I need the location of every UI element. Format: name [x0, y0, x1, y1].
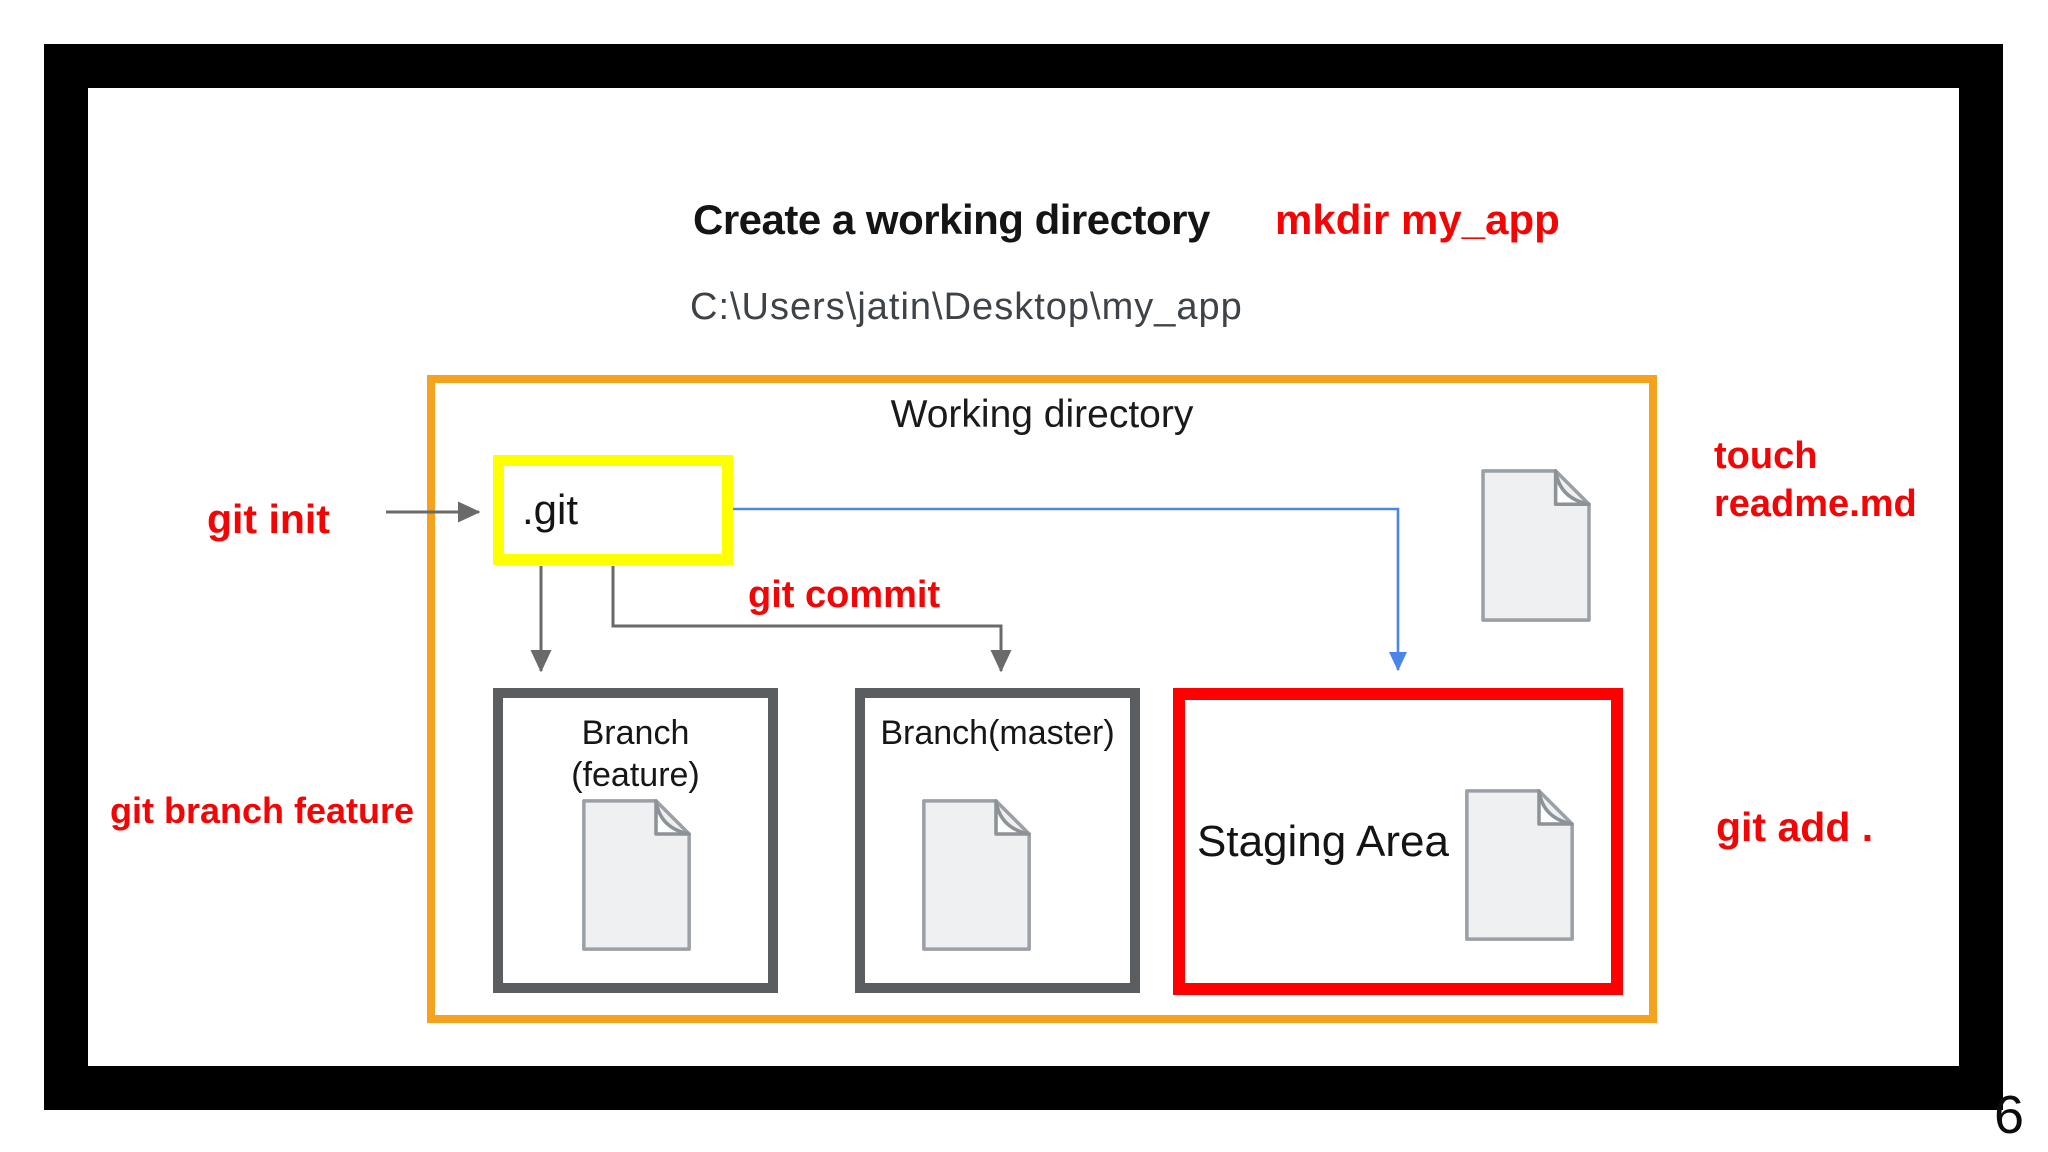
working-directory-box: Working directory	[427, 375, 1657, 1023]
git-folder-label: .git	[522, 486, 579, 533]
git-add-command: git add .	[1716, 804, 1874, 850]
file-icon	[1481, 469, 1591, 622]
git-folder-box: .git	[493, 455, 733, 565]
branch-master-box: Branch(master)	[855, 688, 1140, 993]
directory-path: C:\Users\jatin\Desktop\my_app	[690, 286, 1243, 328]
git-commit-command: git commit	[748, 574, 941, 616]
mkdir-command-label: mkdir my_app	[1275, 196, 1560, 243]
staging-area-label: Staging Area	[1197, 816, 1449, 866]
branch-feature-sublabel: (feature)	[571, 756, 700, 794]
slide-title: Create a working directory	[693, 196, 1210, 243]
branch-feature-label: Branch	[581, 714, 690, 752]
file-icon	[1465, 789, 1574, 941]
branch-master-title: Branch(master)	[880, 714, 1115, 752]
touch-command-line1: touch	[1714, 435, 1818, 477]
touch-command-line2: readme.md	[1714, 483, 1917, 525]
file-icon	[922, 799, 1031, 951]
branch-feature-title: Branch (feature)	[503, 712, 768, 796]
staging-area-box: Staging Area	[1173, 688, 1623, 995]
git-branch-feature-command: git branch feature	[110, 790, 415, 831]
working-directory-label: Working directory	[890, 393, 1194, 436]
page-number: 6	[1994, 1085, 2025, 1145]
git-init-command: git init	[207, 496, 330, 542]
branch-feature-box: Branch (feature)	[493, 688, 778, 993]
touch-readme-command: touch readme.md	[1714, 432, 1917, 528]
file-icon	[582, 799, 691, 951]
